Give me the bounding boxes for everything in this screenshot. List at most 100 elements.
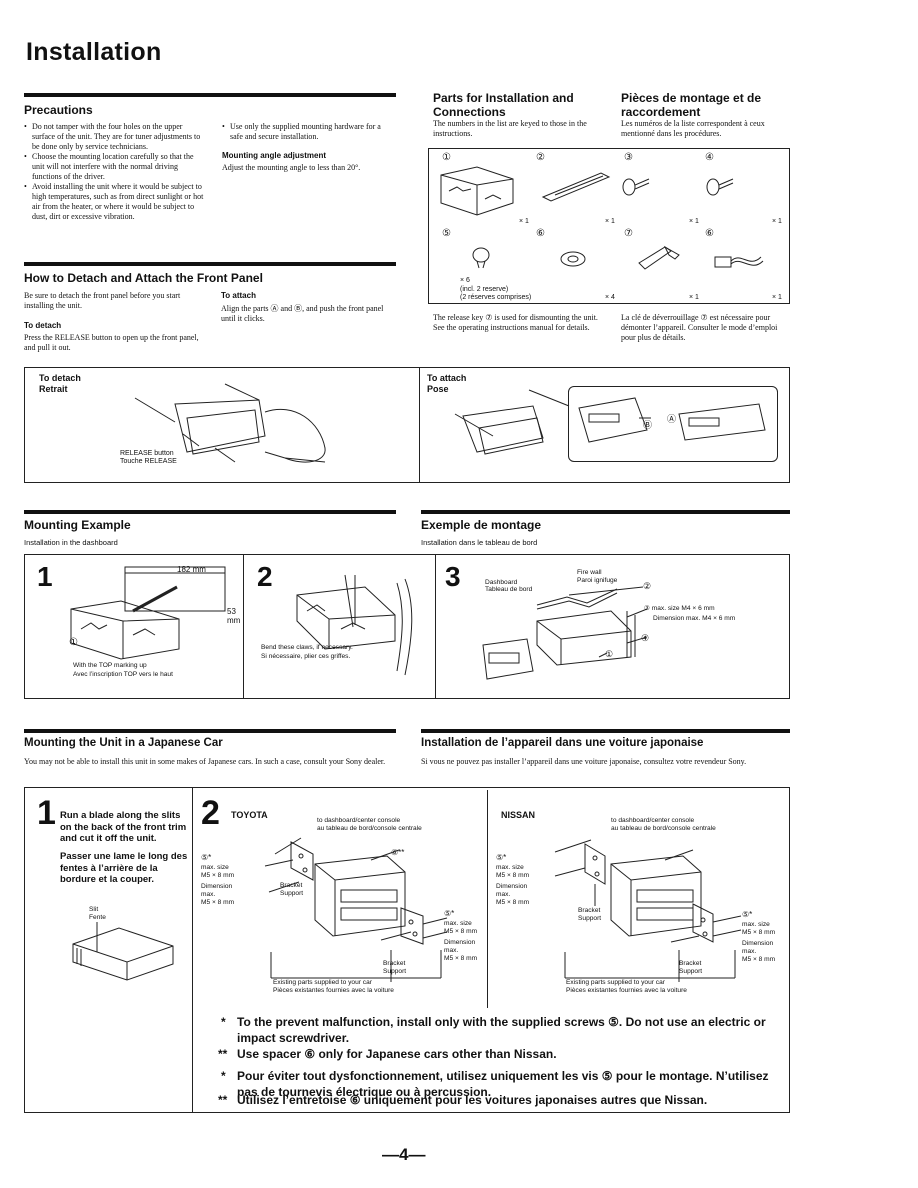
slit-en: Slit [89,906,99,913]
japanese-car-heading-en: Mounting the Unit in a Japanese Car [24,737,223,749]
screw-icon [472,247,490,269]
precaution-item: Avoid installing the unit where it would… [24,182,206,222]
precaution-item: Use only the supplied mounting hardware … [222,122,394,142]
page-number: —4— [382,1145,426,1164]
precautions-right: Use only the supplied mounting hardware … [222,122,394,173]
part-num: ① [442,152,451,163]
existing-en: Existing parts supplied to your car [566,979,665,986]
front-panel-figure: To detach Retrait RELEASE button Touche … [24,367,790,483]
section-rule [24,510,396,514]
front-trim-illustration [72,922,174,981]
section-rule [24,262,396,266]
release-key-icon [638,245,680,270]
step3-illustration [482,586,648,680]
top-mark-en: With the TOP marking up [73,662,147,669]
toyota-label: TOYOTA [231,810,268,820]
attach-heading: To attach [221,291,256,300]
screw-star: ⑤* [742,910,753,919]
angle-heading: Mounting angle adjustment [222,151,326,160]
nissan-label: NISSAN [501,810,536,820]
attach-illustration-right [578,397,766,443]
m5-label: M5 × 8 mm [742,956,776,963]
part-1b-label: ① [605,649,614,659]
bracket-label: Bracket [578,907,601,914]
section-rule [421,510,790,514]
maxsize-label: max. size [496,864,524,871]
attach-illustration-left [454,389,570,455]
step-number: 3 [445,561,461,592]
japanese-car-text-fr: Si vous ne pouvez pas installer l’appare… [421,757,747,766]
cable-icon [714,256,764,268]
screw-spec-en: ③ max. size M4 × 6 mm [644,605,715,612]
top-mark-fr: Avec l’inscription TOP vers le haut [73,671,173,678]
support-label: Support [383,968,407,975]
part-count: × 1 [772,294,782,301]
part-num: ⑦ [624,228,633,239]
claws-en: Bend these claws, if necessary. [261,644,353,651]
box-attach-fr: Pose [427,384,449,394]
mounting-example-sub-fr: Installation dans le tableau de bord [421,538,538,547]
m5-label: M5 × 8 mm [444,928,478,935]
dimension-label: Dimension [444,939,476,946]
m5-label: M5 × 8 mm [444,955,478,962]
m5-label: M5 × 8 mm [496,872,530,879]
max-label: max. [496,891,511,898]
note2-en: Use spacer ⑥ only for Japanese cars othe… [237,1047,557,1061]
console-en: to dashboard/center console [611,817,695,824]
existing-en: Existing parts supplied to your car [273,979,372,986]
support-label: Support [280,890,304,897]
box-detach-en: To detach [39,373,81,383]
step1-en: Run a blade along the slits on the back … [60,810,187,844]
part-count: × 1 [519,218,529,225]
support-label: Support [679,968,703,975]
step-number: 1 [37,561,53,592]
m5-label: M5 × 8 mm [742,929,776,936]
dim-height: 53 mm [227,607,241,625]
spacer-icon [560,251,586,267]
screw-qty: × 6 [460,277,470,284]
nissan-illustration [554,839,742,982]
section-rule [421,729,790,733]
screw-star: ⑤* [496,853,507,862]
parts-heading-en: Parts for Installation and Connections [433,91,574,119]
detach-text: Press the RELEASE button to open up the … [24,333,199,352]
toyota-illustration [264,837,448,982]
maxsize-label: max. size [742,921,770,928]
front-panel-heading: How to Detach and Attach the Front Panel [24,271,263,285]
part-2-label: ② [643,581,652,591]
max-label: max. [444,947,459,954]
box-attach-en: To attach [427,373,467,383]
mounting-frame-icon [440,166,514,216]
detach-heading: To detach [24,321,62,330]
screw-star: ⑤* [444,909,455,918]
parts-heading-fr: Pièces de montage et de raccordement [621,91,762,119]
part-num: ③ [624,152,633,163]
japanese-car-figure: 1 Run a blade along the slits on the bac… [24,787,790,1113]
attach-text: Align the parts Ⓐ and Ⓑ, and push the fr… [221,304,384,323]
part-num: ② [536,152,545,163]
maxsize-label: max. size [444,920,472,927]
claws-fr: Si nécessaire, plier ces griffes. [261,653,351,660]
parts-text-fr: Les numéros de la liste correspondent à … [621,119,765,138]
max-label: max. [742,948,757,955]
step1-fr: Passer une lame le long des fentes à l’a… [60,851,188,885]
release-key-text-en: The release key ⑦ is used for dismountin… [433,313,598,332]
bracket-label: Bracket [280,882,303,889]
console-fr: au tableau de bord/console centrale [317,825,422,832]
firewall-fr: Paroi ignifuge [577,577,618,584]
support-label: Support [578,915,602,922]
console-en: to dashboard/center console [317,817,401,824]
dimension-label: Dimension [742,940,774,947]
part-a-label: Ⓐ [667,414,677,424]
step-number: 2 [201,794,220,832]
firewall-en: Fire wall [577,569,602,576]
note1-en: To the prevent malfunction, install only… [237,1015,766,1045]
page-title: Installation [26,38,162,66]
spacer-dstar: ⑥** [391,848,405,857]
angle-text: Adjust the mounting angle to less than 2… [222,163,361,172]
release-label-en: RELEASE button [120,450,174,457]
part-count: × 1 [689,294,699,301]
screw-star: ⑤* [201,853,212,862]
connector-strip-icon [541,172,611,202]
maxsize-label: max. size [201,864,229,871]
